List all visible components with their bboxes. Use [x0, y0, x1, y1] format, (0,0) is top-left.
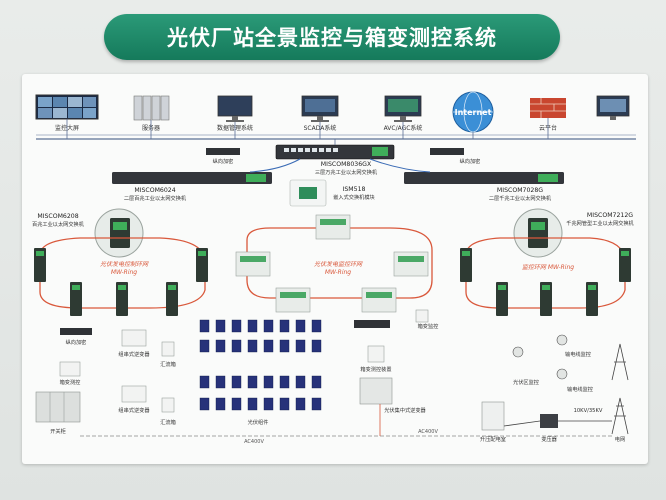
camera-icon [556, 334, 568, 346]
video-wall-icon [35, 94, 99, 120]
inverter-icon [121, 329, 147, 347]
voltage-label: 10KV/35KV [574, 408, 603, 414]
camera-icon [512, 346, 524, 358]
inverter-icon [121, 385, 147, 403]
ring-label-mid-sub: MW-Ring [325, 269, 351, 276]
box-monitor-label: 箱变测控装置 [360, 365, 391, 373]
left-ring-model: MISCOM6208 [37, 213, 78, 220]
encrypt-label-bottom: 纵向加密 [66, 338, 87, 346]
ring-label-right: 监控环网 MW-Ring [522, 263, 574, 271]
left-agg-switch-icon [112, 172, 272, 184]
module-model: ISM518 [343, 186, 366, 193]
ac-label-right: AC400V [418, 429, 438, 435]
title-banner: 光伏厂站全景监控与箱变测控系统 [104, 14, 560, 60]
combiner-box-icon [161, 341, 175, 357]
inverter-label: 组串式逆变器 [118, 350, 150, 358]
transformer-icon [540, 414, 558, 428]
box-transformer-icon [359, 377, 393, 405]
meter-icon [59, 361, 81, 377]
encrypt-device-icon [354, 320, 390, 328]
line-monitor-label: 输电线监控 [567, 385, 593, 393]
pv-panel-array [199, 319, 322, 411]
switch-cabinet-icon [35, 391, 81, 423]
ring-label-left: 光伏发电控制环网 [100, 260, 149, 268]
encrypt-device-icon [206, 148, 240, 155]
left-ring-path [39, 237, 206, 309]
step-up-label: 升压配电室 [480, 435, 506, 443]
left-agg-desc: 二层百兆工业以太网交换机 [124, 194, 187, 202]
right-agg-switch-icon [404, 172, 564, 184]
core-switch-desc: 三层万兆工业以太网交换机 [315, 168, 378, 176]
right-agg-desc: 二层千兆工业以太网交换机 [489, 194, 552, 202]
combiner-label: 汇流箱 [160, 360, 176, 368]
transformer-label: 变压器 [541, 435, 557, 443]
encrypt-device-icon [430, 148, 464, 155]
ring-label-mid: 光伏发电监控环网 [314, 260, 363, 268]
monitor-icon [596, 95, 630, 120]
box-monitor-icon [367, 345, 385, 363]
monitor-icon [301, 95, 339, 122]
combiner-label: 汇流箱 [160, 418, 176, 426]
box-monitor-2-icon [415, 309, 429, 323]
box-transformer-label: 光伏集中式逆变器 [384, 406, 426, 414]
page-title: 光伏厂站全景监控与箱变测控系统 [167, 26, 497, 50]
left-agg-model: MISCOM6024 [134, 187, 175, 194]
pv-area-monitor-label: 光伏区监控 [513, 378, 539, 386]
core-switch-icon [275, 144, 395, 160]
step-up-room-icon [481, 401, 505, 431]
encrypt-label-left: 纵向加密 [213, 157, 234, 165]
monitor-icon [384, 95, 422, 122]
encrypt-label-right: 纵向加密 [460, 157, 481, 165]
cabinet-label: 开关柜 [50, 427, 66, 435]
right-agg-model: MISCOM7028G [497, 187, 543, 194]
module-desc: 嵌入式交换机模块 [333, 193, 375, 201]
inverter-label: 组串式逆变器 [118, 406, 150, 414]
ring-label-left-sub: MW-Ring [111, 269, 137, 276]
internet-label: Internet [455, 108, 492, 117]
firewall-icon [530, 98, 566, 118]
camera-icon [556, 368, 568, 380]
server-icon [133, 95, 170, 121]
ring-switch-group [34, 248, 631, 316]
line-monitor-label: 输电线监控 [565, 350, 591, 358]
encrypt-device-icon [60, 328, 92, 335]
pv-module-label: 光伏组件 [248, 418, 269, 426]
combiner-box-icon [161, 397, 175, 413]
right-ring-model: MISCOM7212G [587, 212, 633, 219]
right-ring-desc: 千兆网管型工业以太网交换机 [566, 219, 634, 227]
grid-label: 电网 [615, 435, 625, 443]
core-switch-model: MISCOM8036GX [321, 161, 372, 168]
ac-label-left: AC400V [244, 439, 264, 445]
meter-label: 箱变测控 [60, 378, 81, 386]
box-monitor-2-label: 箱变监控 [418, 322, 439, 330]
monitor-icon [217, 95, 253, 122]
left-ring-desc: 百兆工业以太网交换机 [32, 220, 85, 228]
grid-tower-icon [611, 343, 629, 435]
mid-ring-path [246, 227, 433, 299]
